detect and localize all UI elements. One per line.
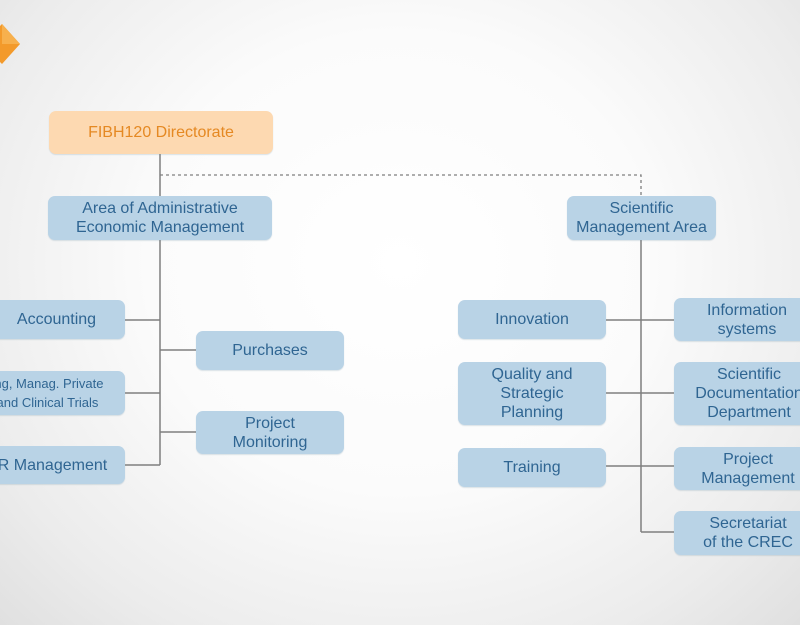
purchases-box: Purchases [196,331,344,370]
project-monitoring-box: Project Monitoring [196,411,344,454]
hr-management-label: R Management [0,456,108,474]
scientific-documentation-box: Scientific Documentation Department [674,362,800,425]
information-systems-label: Information systems [706,301,788,338]
directorate-box: FIBH120 Directorate [49,111,273,154]
private-clinical-trials-box: ing, Manag. Private and Clinical Trials [0,371,125,415]
secretariat-label: Secretariat of the CREC [703,515,793,551]
scientific-area-label: Scientific Management Area [576,200,707,236]
innovation-label: Innovation [495,311,569,328]
purchases-label: Purchases [232,342,308,359]
quality-strategic-planning-label: Quality and Strategic Planning [491,366,573,421]
training-label: Training [503,459,561,476]
private-clinical-trials-label: ing, Manag. Private and Clinical Trials [0,376,104,410]
administrative-area-label: Area of Administrative Economic Manageme… [75,200,245,236]
project-management-label: Project Management [701,450,795,487]
scientific-documentation-label: Scientific Documentation Department [695,366,800,421]
hr-management-box: R Management [0,446,125,484]
innovation-box: Innovation [458,300,606,339]
administrative-area-box: Area of Administrative Economic Manageme… [48,196,272,240]
accounting-box: Accounting [0,300,125,339]
quality-strategic-planning-box: Quality and Strategic Planning [458,362,606,425]
training-box: Training [458,448,606,487]
diamond-logo-icon [0,24,20,64]
secretariat-box: Secretariat of the CREC [674,511,800,555]
scientific-area-box: Scientific Management Area [567,196,716,240]
information-systems-box: Information systems [674,298,800,341]
project-monitoring-label: Project Monitoring [232,414,308,451]
accounting-label: Accounting [16,311,97,328]
project-management-box: Project Management [674,447,800,490]
directorate-label: FIBH120 Directorate [88,124,234,141]
